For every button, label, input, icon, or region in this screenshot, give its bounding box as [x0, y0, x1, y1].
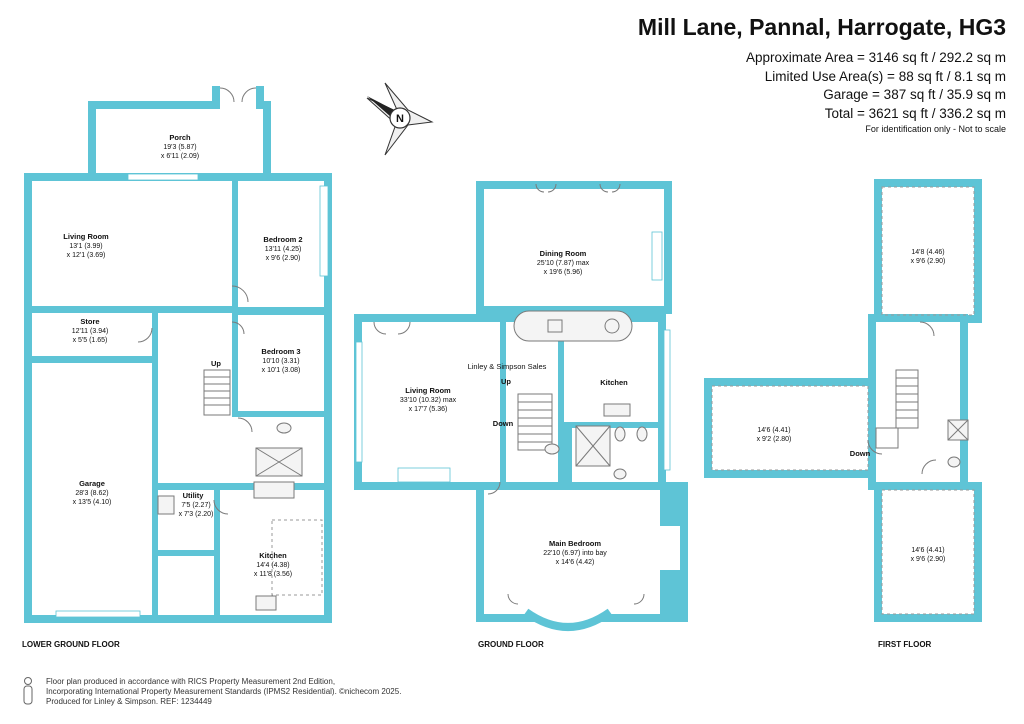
area-garage: Garage = 387 sq ft / 35.9 sq m	[823, 87, 1006, 102]
main-bedroom-dim2: x 14'6 (4.42)	[556, 559, 595, 566]
ff-middle-room-dim1: 14'6 (4.41)	[757, 427, 790, 434]
ground-stair-down-label: Down	[493, 419, 514, 428]
footer-credits: Floor plan produced in accordance with R…	[46, 677, 401, 707]
footer-line-3: Produced for Linley & Simpson. REF: 1234…	[46, 697, 212, 706]
bedroom2-dim1: 13'11 (4.25)	[265, 246, 302, 253]
first-floor-plan: 14'8 (4.46) x 9'6 (2.90) 14'6 (4.41) x 9…	[704, 179, 982, 649]
disclaimer: For identification only - Not to scale	[865, 124, 1006, 134]
ff-stair-down-label: Down	[850, 449, 871, 458]
utility-name: Utility	[183, 491, 205, 500]
ff-bottom-room-dim1: 14'6 (4.41)	[911, 547, 944, 554]
bedroom3-name: Bedroom 3	[261, 347, 300, 356]
ff-middle-room-dim2: x 9'2 (2.80)	[757, 436, 792, 443]
area-total: Total = 3621 sq ft / 336.2 sq m	[824, 105, 1006, 121]
ground-stair-up-label: Up	[501, 377, 511, 386]
lg-living-room-dim1: 13'1 (3.99)	[69, 243, 102, 250]
porch-dim1: 19'3 (5.87)	[163, 144, 196, 151]
utility-dim1: 7'5 (2.27)	[181, 502, 210, 509]
dining-room-dim1: 25'10 (7.87) max	[537, 260, 590, 267]
lg-stair-up-label: Up	[211, 359, 221, 368]
ground-kitchen-name: Kitchen	[600, 378, 628, 387]
bedroom3-dim2: x 10'1 (3.08)	[262, 367, 301, 374]
area-summary: Approximate Area = 3146 sq ft / 292.2 sq…	[746, 49, 1006, 123]
ground-living-room-dim2: x 17'7 (5.36)	[409, 406, 448, 413]
lower-ground-floor-plan: Porch 19'3 (5.87) x 6'11 (2.09) Living R…	[22, 86, 332, 649]
garage-name: Garage	[79, 479, 105, 488]
utility-dim2: x 7'3 (2.20)	[179, 511, 214, 518]
ground-floor-plan: Dining Room 25'10 (7.87) max x 19'6 (5.9…	[354, 181, 688, 649]
garage-dim1: 28'3 (8.62)	[75, 490, 108, 497]
garage-dim2: x 13'5 (4.10)	[73, 499, 112, 506]
north-arrow-icon: N	[366, 82, 434, 156]
ff-top-room-dim1: 14'8 (4.46)	[911, 249, 944, 256]
lg-living-room-dim2: x 12'1 (3.69)	[67, 252, 106, 259]
ff-bottom-room-dim2: x 9'6 (2.90)	[911, 556, 946, 563]
ground-living-room-name: Living Room	[405, 386, 451, 395]
bedroom3-dim1: 10'10 (3.31)	[262, 358, 299, 365]
dining-room-dim2: x 19'6 (5.96)	[544, 269, 583, 276]
porch-dim2: x 6'11 (2.09)	[161, 153, 199, 160]
bedroom2-dim2: x 9'6 (2.90)	[266, 255, 301, 262]
first-floor-label: FIRST FLOOR	[878, 640, 932, 649]
lg-kitchen-dim2: x 11'8 (3.56)	[254, 571, 292, 578]
page-title: Mill Lane, Pannal, Harrogate, HG3	[637, 14, 1006, 40]
ground-living-room-dim1: 33'10 (10.32) max	[400, 397, 457, 404]
compass-north-letter: N	[396, 113, 404, 125]
bedroom2-name: Bedroom 2	[263, 235, 302, 244]
store-name: Store	[80, 317, 99, 326]
footer-line-2: Incorporating International Property Mea…	[46, 687, 402, 696]
footer-line-1: Floor plan produced in accordance with R…	[46, 677, 336, 686]
ground-floor-label: GROUND FLOOR	[478, 640, 544, 649]
store-dim2: x 5'5 (1.65)	[73, 337, 108, 344]
porch-name: Porch	[169, 133, 191, 142]
lg-living-room-name: Living Room	[63, 232, 109, 241]
watermark-text: Linley & Simpson Sales	[468, 362, 547, 371]
lower-ground-floor-label: LOWER GROUND FLOOR	[22, 640, 120, 649]
person-scale-icon	[23, 677, 33, 705]
lg-kitchen-dim1: 14'4 (4.38)	[256, 562, 289, 569]
ff-top-room-dim2: x 9'6 (2.90)	[911, 258, 946, 265]
store-dim1: 12'11 (3.94)	[72, 328, 109, 335]
area-limited-use: Limited Use Area(s) = 88 sq ft / 8.1 sq …	[764, 68, 1006, 84]
area-approximate: Approximate Area = 3146 sq ft / 292.2 sq…	[745, 50, 1006, 65]
main-bedroom-dim1: 22'10 (6.97) into bay	[543, 550, 607, 557]
main-bedroom-name: Main Bedroom	[549, 539, 601, 548]
dining-room-name: Dining Room	[540, 249, 587, 258]
lg-kitchen-name: Kitchen	[259, 551, 287, 560]
